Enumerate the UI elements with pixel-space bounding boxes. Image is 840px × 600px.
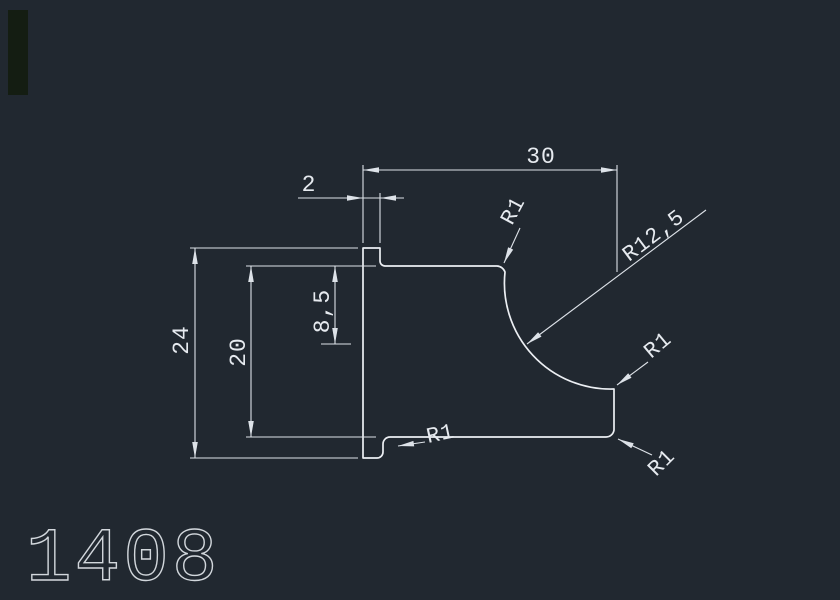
dim-total-width-label: 30: [526, 144, 556, 170]
arrowhead: [248, 266, 254, 282]
dim-total-height-label: 24: [169, 325, 195, 355]
arrowhead: [363, 167, 379, 173]
dimension-flange-thickness[interactable]: 2: [298, 172, 404, 243]
dimension-inner-height[interactable]: 20: [226, 265, 376, 438]
dim-flange-thickness-label: 2: [302, 172, 317, 198]
arrowhead: [192, 442, 198, 458]
dim-cove-offset-label: 8,5: [310, 289, 336, 333]
arrowhead: [380, 195, 396, 201]
leader-line: [526, 209, 707, 345]
arrowhead: [248, 421, 254, 437]
corner-artifact: [8, 10, 28, 95]
profile-outline[interactable]: [362, 247, 615, 459]
part-number-text[interactable]: 1408: [25, 516, 220, 600]
arrowhead: [398, 440, 415, 447]
dimension-total-height[interactable]: 24: [169, 247, 358, 459]
radius-bottom-left-label: R1: [424, 419, 457, 449]
arrowhead: [192, 248, 198, 264]
dim-inner-height-label: 20: [226, 337, 252, 367]
arrowhead: [601, 167, 617, 173]
leader-radius-bottom-left[interactable]: R1: [397, 419, 457, 450]
dimension-cove-offset[interactable]: 8,5: [310, 266, 351, 345]
arrowhead: [617, 373, 632, 385]
arrowhead: [527, 332, 542, 344]
arrowhead: [332, 266, 338, 282]
dimension-total-width[interactable]: 30: [362, 144, 618, 272]
arrowhead: [618, 439, 634, 449]
arrowhead: [332, 328, 338, 344]
arrowhead: [504, 247, 514, 263]
arrowhead: [347, 195, 363, 201]
